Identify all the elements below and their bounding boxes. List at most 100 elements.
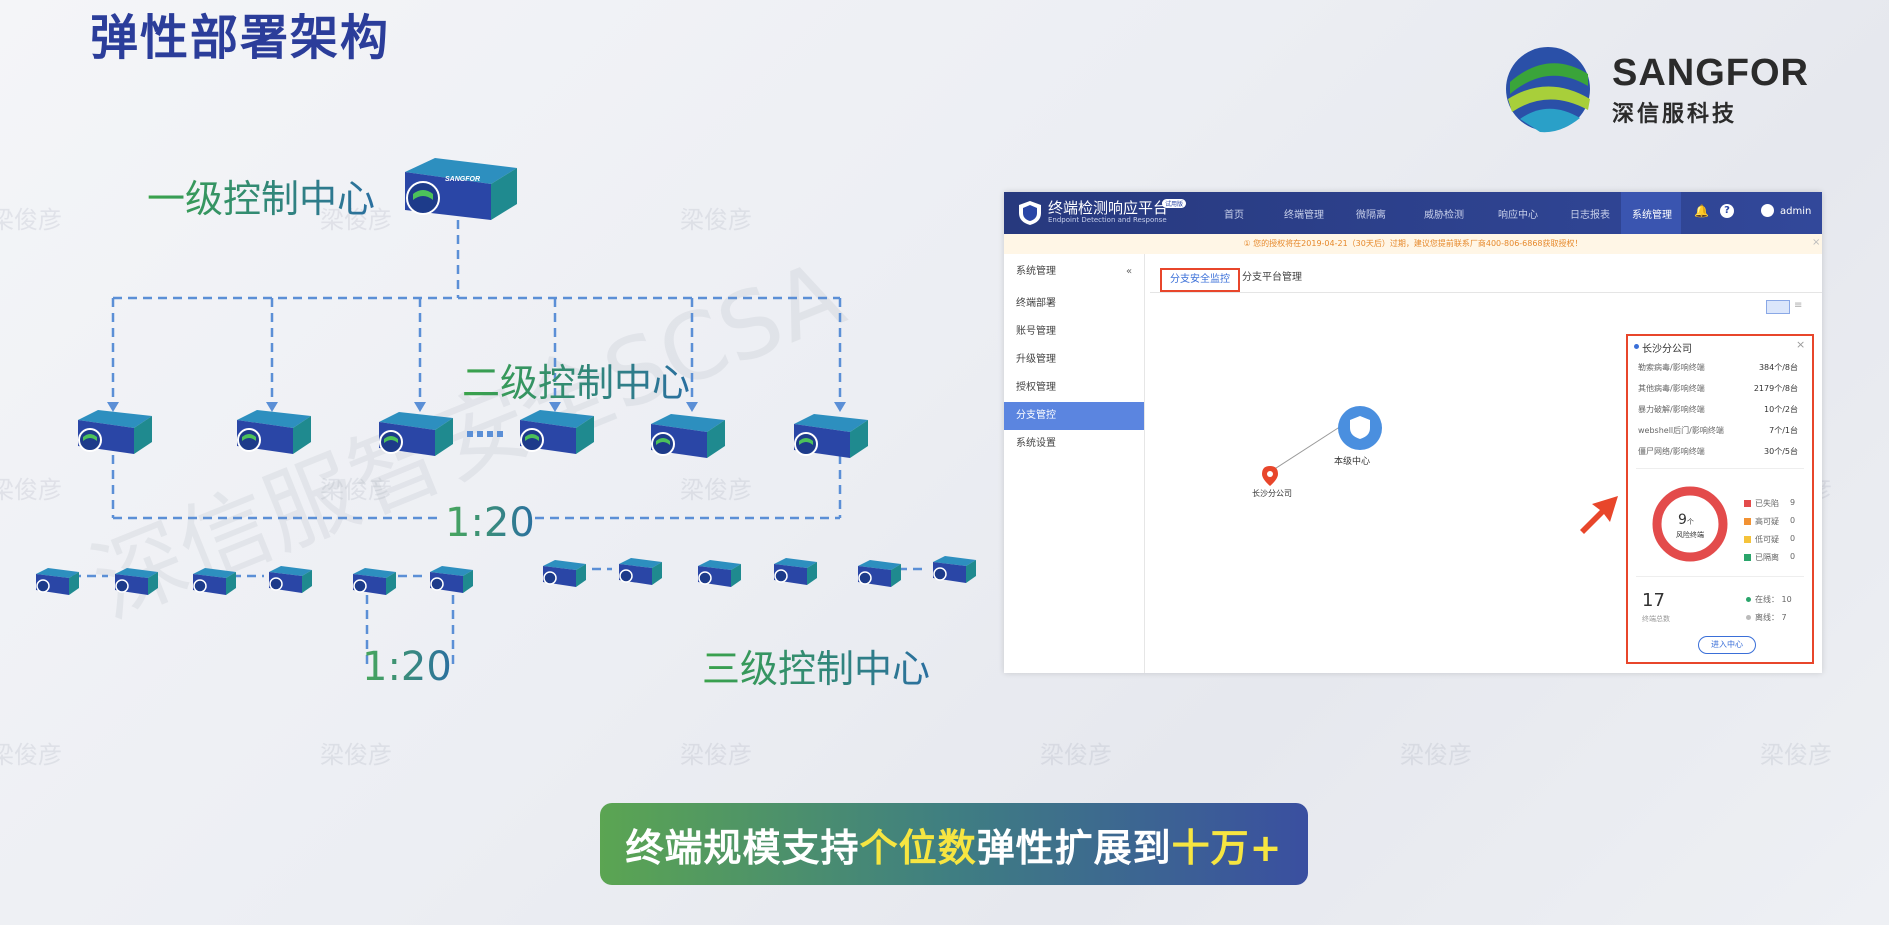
- nav-response[interactable]: 响应中心: [1498, 210, 1538, 221]
- level3-label: 三级控制中心: [702, 638, 930, 693]
- summary-banner: 终端规模支持个位数弹性扩展到十万+: [600, 803, 1308, 885]
- sidebar-title: 系统管理: [1016, 266, 1056, 277]
- server-icon: [619, 558, 662, 585]
- server-icon: [78, 410, 152, 454]
- level2-server: [788, 414, 870, 466]
- shield-logo-icon: [1019, 201, 1041, 225]
- level3-server: [112, 568, 160, 602]
- user-name[interactable]: admin: [1780, 206, 1812, 217]
- tab-divider: [1150, 292, 1822, 293]
- architecture-lines: [72, 220, 928, 670]
- sidebar-item-accounts[interactable]: 账号管理: [1016, 326, 1056, 337]
- banner-text: 终端规模支持: [625, 825, 860, 870]
- user-avatar-icon: [1761, 204, 1774, 217]
- level3-server: [427, 566, 475, 600]
- sidebar-item-deploy[interactable]: 终端部署: [1016, 298, 1056, 309]
- page-title: 弹性部署架构: [90, 10, 391, 66]
- level3-server: [695, 560, 743, 594]
- center-node-label: 本级中心: [1334, 457, 1371, 467]
- help-icon[interactable]: ?: [1720, 204, 1734, 218]
- level3-server: [855, 560, 903, 594]
- sangfor-logo: SANGFOR 深信服科技: [1500, 44, 1808, 134]
- collapse-icon[interactable]: «: [1126, 266, 1133, 277]
- nav-logs[interactable]: 日志报表: [1570, 210, 1610, 221]
- ratio-level3: 1:20: [362, 644, 452, 690]
- total-label: 终端总数: [1642, 615, 1670, 623]
- watermark: 梁俊彦: [0, 741, 62, 769]
- risk-label: 风险终端: [1676, 531, 1704, 539]
- server-icon: SANGFOR: [405, 158, 517, 220]
- watermark: 梁俊彦: [0, 476, 62, 504]
- tab-branch-platform[interactable]: 分支平台管理: [1242, 272, 1302, 283]
- watermark: 梁俊彦: [1400, 741, 1472, 769]
- center-node-icon[interactable]: [1338, 406, 1382, 450]
- trial-badge: 试用版: [1162, 199, 1187, 208]
- nav-system[interactable]: 系统管理: [1632, 210, 1672, 221]
- server-icon: [36, 568, 79, 595]
- server-icon: [543, 560, 586, 587]
- level2-server: [645, 414, 727, 466]
- server-icon: [193, 568, 236, 595]
- close-icon[interactable]: ×: [1796, 338, 1806, 351]
- server-icon: [794, 414, 868, 458]
- level3-server: [350, 568, 398, 602]
- nav-home[interactable]: 首页: [1224, 210, 1244, 221]
- watermark: 梁俊彦: [680, 741, 752, 769]
- close-notice-icon[interactable]: ×: [1812, 237, 1821, 248]
- nav-microseg[interactable]: 微隔离: [1356, 210, 1386, 221]
- watermark: 梁俊彦: [320, 476, 392, 504]
- risk-count: 9个: [1678, 512, 1694, 528]
- enter-center-button[interactable]: 进入中心: [1698, 636, 1756, 654]
- server-icon: [237, 410, 311, 454]
- server-icon: [430, 566, 473, 593]
- top-nav-bar: 终端检测响应平台 Endpoint Detection and Response…: [1004, 192, 1822, 234]
- divider: [1636, 468, 1804, 469]
- tab-branch-monitor[interactable]: 分支安全监控: [1160, 268, 1240, 292]
- banner-highlight: 十万+: [1171, 825, 1283, 870]
- banner-text: 弹性扩展到: [976, 825, 1172, 870]
- watermark: 梁俊彦: [0, 206, 62, 234]
- level3-server: [540, 560, 588, 594]
- risk-donut-chart: [1652, 486, 1728, 562]
- sidebar-item-settings[interactable]: 系统设置: [1016, 438, 1056, 449]
- grid-view-icon[interactable]: [1766, 300, 1790, 314]
- level2-server: [231, 410, 313, 462]
- branch-node-label: 长沙分公司: [1252, 489, 1292, 498]
- server-icon: [774, 558, 817, 585]
- sidebar: 系统管理 « 终端部署 账号管理 升级管理 授权管理 分支管控 系统设置: [1004, 254, 1145, 673]
- level2-label: 二级控制中心: [462, 352, 690, 407]
- server-icon: [115, 568, 158, 595]
- sidebar-item-upgrade[interactable]: 升级管理: [1016, 354, 1056, 365]
- device-brand: SANGFOR: [445, 176, 480, 183]
- app-title: 终端检测响应平台: [1048, 199, 1169, 217]
- total-count: 17: [1642, 590, 1665, 611]
- bell-icon[interactable]: 🔔: [1694, 204, 1709, 218]
- panel-title: 长沙分公司: [1642, 344, 1692, 355]
- nav-endpoint[interactable]: 终端管理: [1284, 210, 1324, 221]
- level1-label: 一级控制中心: [147, 168, 375, 223]
- nav-active-bg: [1621, 192, 1681, 234]
- license-notice: ① 您的授权将在2019-04-21（30天后）过期，建议您提前联系厂商400-…: [1004, 234, 1822, 254]
- level3-server: [771, 558, 819, 592]
- nav-threat[interactable]: 威胁检测: [1424, 210, 1464, 221]
- sidebar-item-branch[interactable]: 分支管控: [1004, 402, 1144, 430]
- online-count: 在线： 10: [1746, 594, 1792, 605]
- server-icon: [858, 560, 901, 587]
- list-view-icon[interactable]: ≡: [1794, 300, 1803, 311]
- server-icon: [698, 560, 741, 587]
- level3-server: [930, 556, 978, 590]
- location-pin-icon[interactable]: [1262, 466, 1278, 486]
- app-subtitle: Endpoint Detection and Response: [1048, 216, 1167, 224]
- divider: [1636, 576, 1804, 577]
- watermark: 梁俊彦: [680, 206, 752, 234]
- watermark: 梁俊彦: [1040, 741, 1112, 769]
- sidebar-item-license[interactable]: 授权管理: [1016, 382, 1056, 393]
- globe-logo-icon: [1506, 47, 1590, 133]
